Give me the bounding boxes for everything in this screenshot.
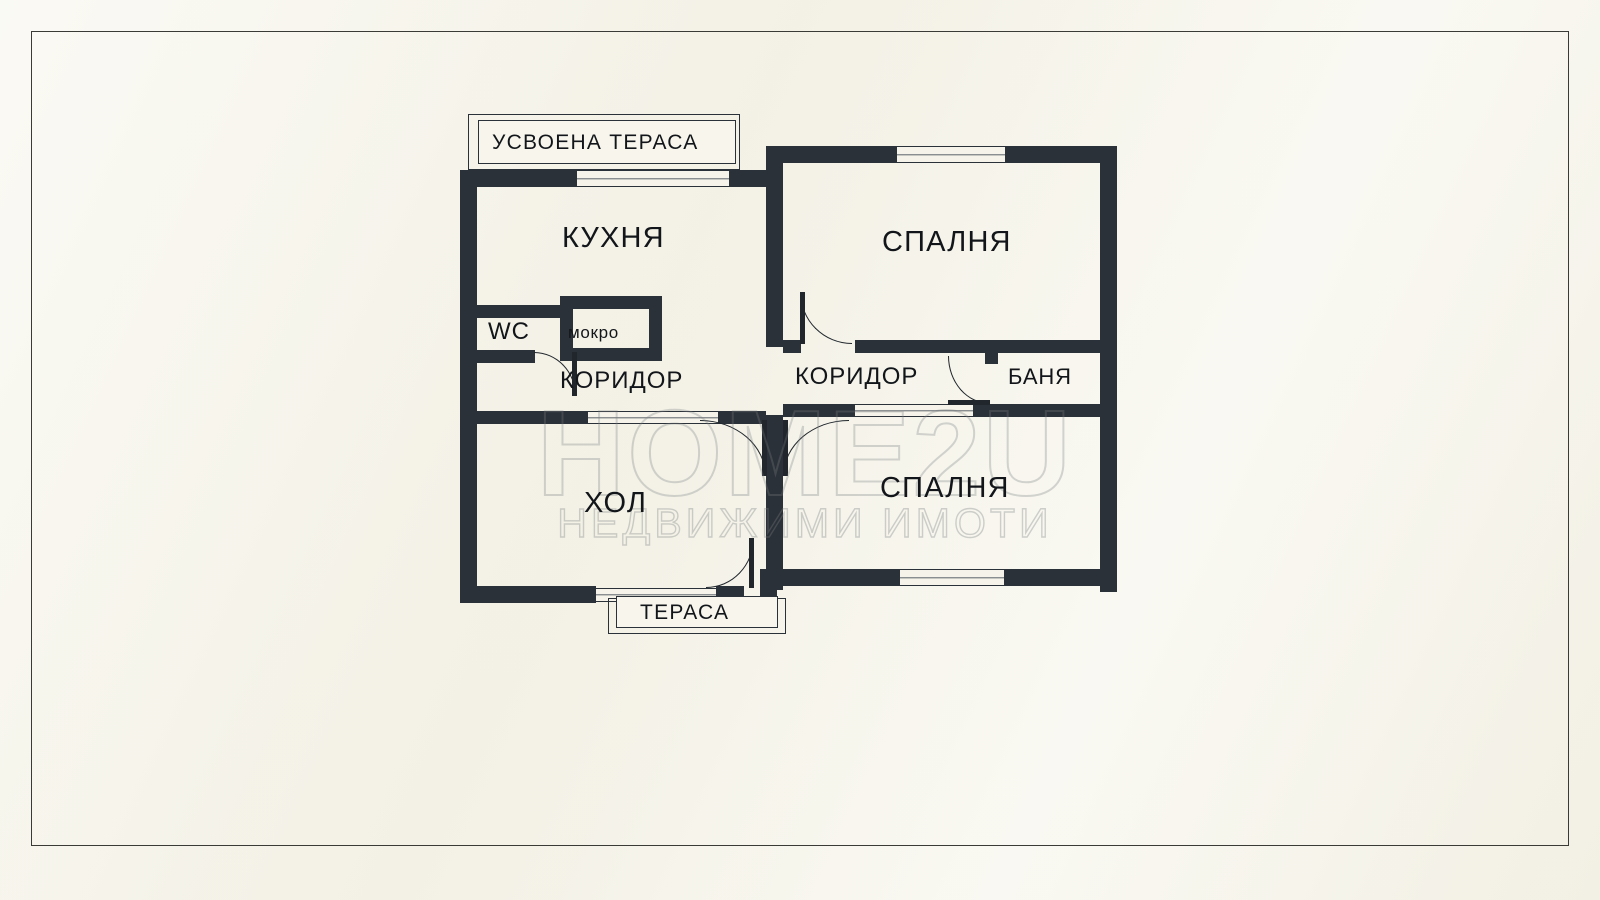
watermark-subtitle: НЕДВИЖИМИ ИМОТИ (557, 499, 1053, 546)
door-terrace (706, 538, 754, 588)
wall-left-exterior (460, 170, 477, 603)
converted-terrace-label: УСВОЕНА ТЕРАСА (492, 131, 699, 154)
room-label-bathroom: БАНЯ (1008, 364, 1072, 389)
wall-wet-room-top (560, 296, 662, 309)
wall-wc-block-top (477, 305, 573, 318)
wall-center-vertical-lower (766, 415, 783, 590)
window-corridor-bedroom-divider (855, 404, 973, 417)
wall-horizontal-right-divider-b (973, 404, 1117, 417)
room-label-hall: ХОЛ (584, 487, 648, 519)
wall-horizontal-left-divider (460, 411, 588, 424)
wall-right-exterior (1100, 146, 1117, 592)
wall-horizontal-left-divider-b (718, 411, 766, 424)
door-leaf-bedroom-top (800, 292, 805, 344)
room-label-corridor-left: КОРИДОР (560, 367, 684, 394)
wall-bottom-right-a (760, 569, 900, 586)
room-label-bedroom-bottom: СПАЛНЯ (880, 472, 1010, 504)
wall-wet-room-right (649, 296, 662, 361)
terrace-label: ТЕРАСА (640, 601, 730, 624)
window-bedroom-top (897, 146, 1005, 163)
wall-center-door-jamb-upper (783, 340, 801, 353)
wall-top-right-b (1005, 146, 1117, 163)
window-kitchen-top (577, 170, 729, 187)
converted-terrace-box (478, 120, 736, 164)
room-label-wc: WC (488, 318, 530, 345)
wall-wc-bottom (477, 350, 535, 363)
door-leaf-bedroom-bottom (783, 420, 788, 476)
wall-wc-wet-divider (560, 296, 573, 361)
wall-top-left-kitchen-a (460, 170, 577, 187)
wall-bottom-left-a (460, 586, 596, 603)
room-label-kitchen: КУХНЯ (562, 222, 665, 254)
door-leaf-hall (762, 420, 767, 476)
door-bathroom (948, 356, 990, 404)
wall-bottom-right-b (1004, 569, 1117, 586)
door-bedroom-bottom (783, 420, 849, 476)
window-corridor-hall-divider (588, 411, 718, 424)
door-leaf-bathroom (948, 400, 990, 405)
wall-wet-room-bottom (573, 348, 662, 361)
terrace-box (616, 596, 778, 628)
door-hall (700, 420, 766, 476)
room-label-corridor-right: КОРИДОР (795, 363, 919, 390)
room-label-bedroom-top: СПАЛНЯ (882, 226, 1012, 258)
wall-top-right-a (783, 146, 897, 163)
window-bedroom-bottom (900, 569, 1004, 586)
wall-horizontal-right-divider-a (783, 404, 855, 417)
door-leaf-wc (572, 352, 577, 396)
door-bedroom-top (800, 292, 852, 344)
wall-center-vertical-upper (766, 170, 783, 347)
room-label-wet-room: мокро (568, 323, 619, 342)
door-leaf-terrace (749, 538, 754, 588)
